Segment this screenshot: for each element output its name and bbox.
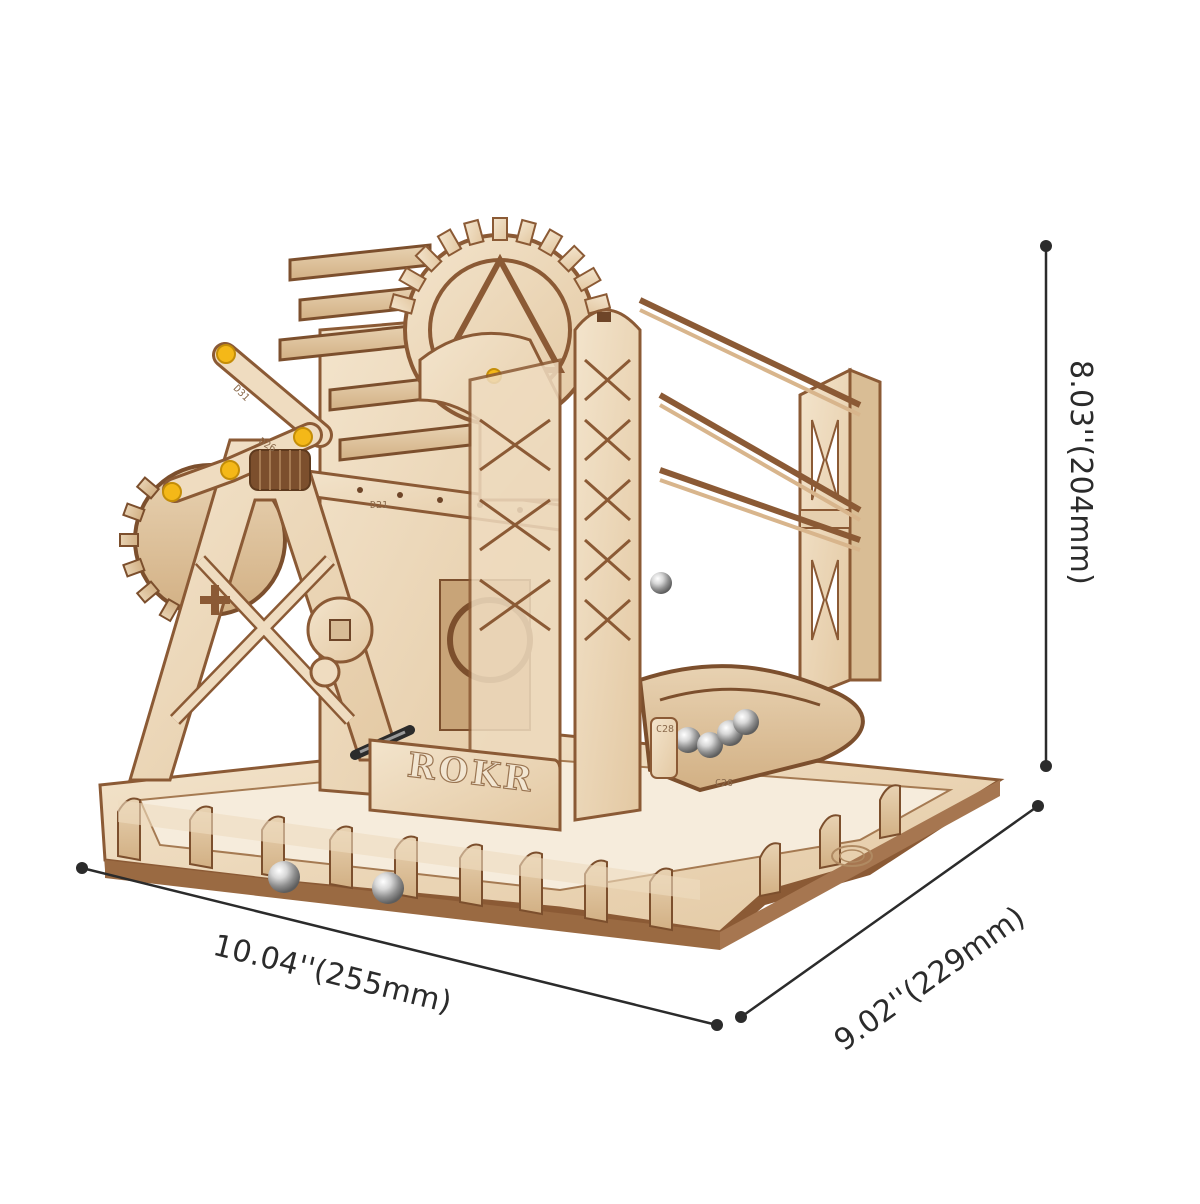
loose-ball xyxy=(372,872,404,904)
axle-cap-icon xyxy=(293,427,313,447)
steel-balls xyxy=(268,572,759,904)
part-tag: C26 xyxy=(715,778,734,789)
axle-cap-icon xyxy=(216,344,236,364)
depth-dimension-line xyxy=(735,800,1044,1023)
loose-ball xyxy=(268,861,300,893)
height-dimension-label: 8.03''(204mm) xyxy=(1063,360,1098,586)
lattice-tower xyxy=(468,308,642,822)
part-tag: D21 xyxy=(370,500,389,511)
axle-cap-icon xyxy=(220,460,240,480)
dimension-lines xyxy=(76,240,1052,1031)
left-frame xyxy=(119,342,415,782)
axle-cap-icon xyxy=(162,482,182,502)
height-dimension-line xyxy=(1040,240,1052,772)
part-tag: C28 xyxy=(656,724,675,735)
right-tower xyxy=(798,367,882,703)
brand-plate-shape xyxy=(368,738,562,832)
width-dimension-line xyxy=(76,862,723,1031)
engraved-logo-icon xyxy=(831,845,873,867)
rail-tracks xyxy=(638,297,862,552)
